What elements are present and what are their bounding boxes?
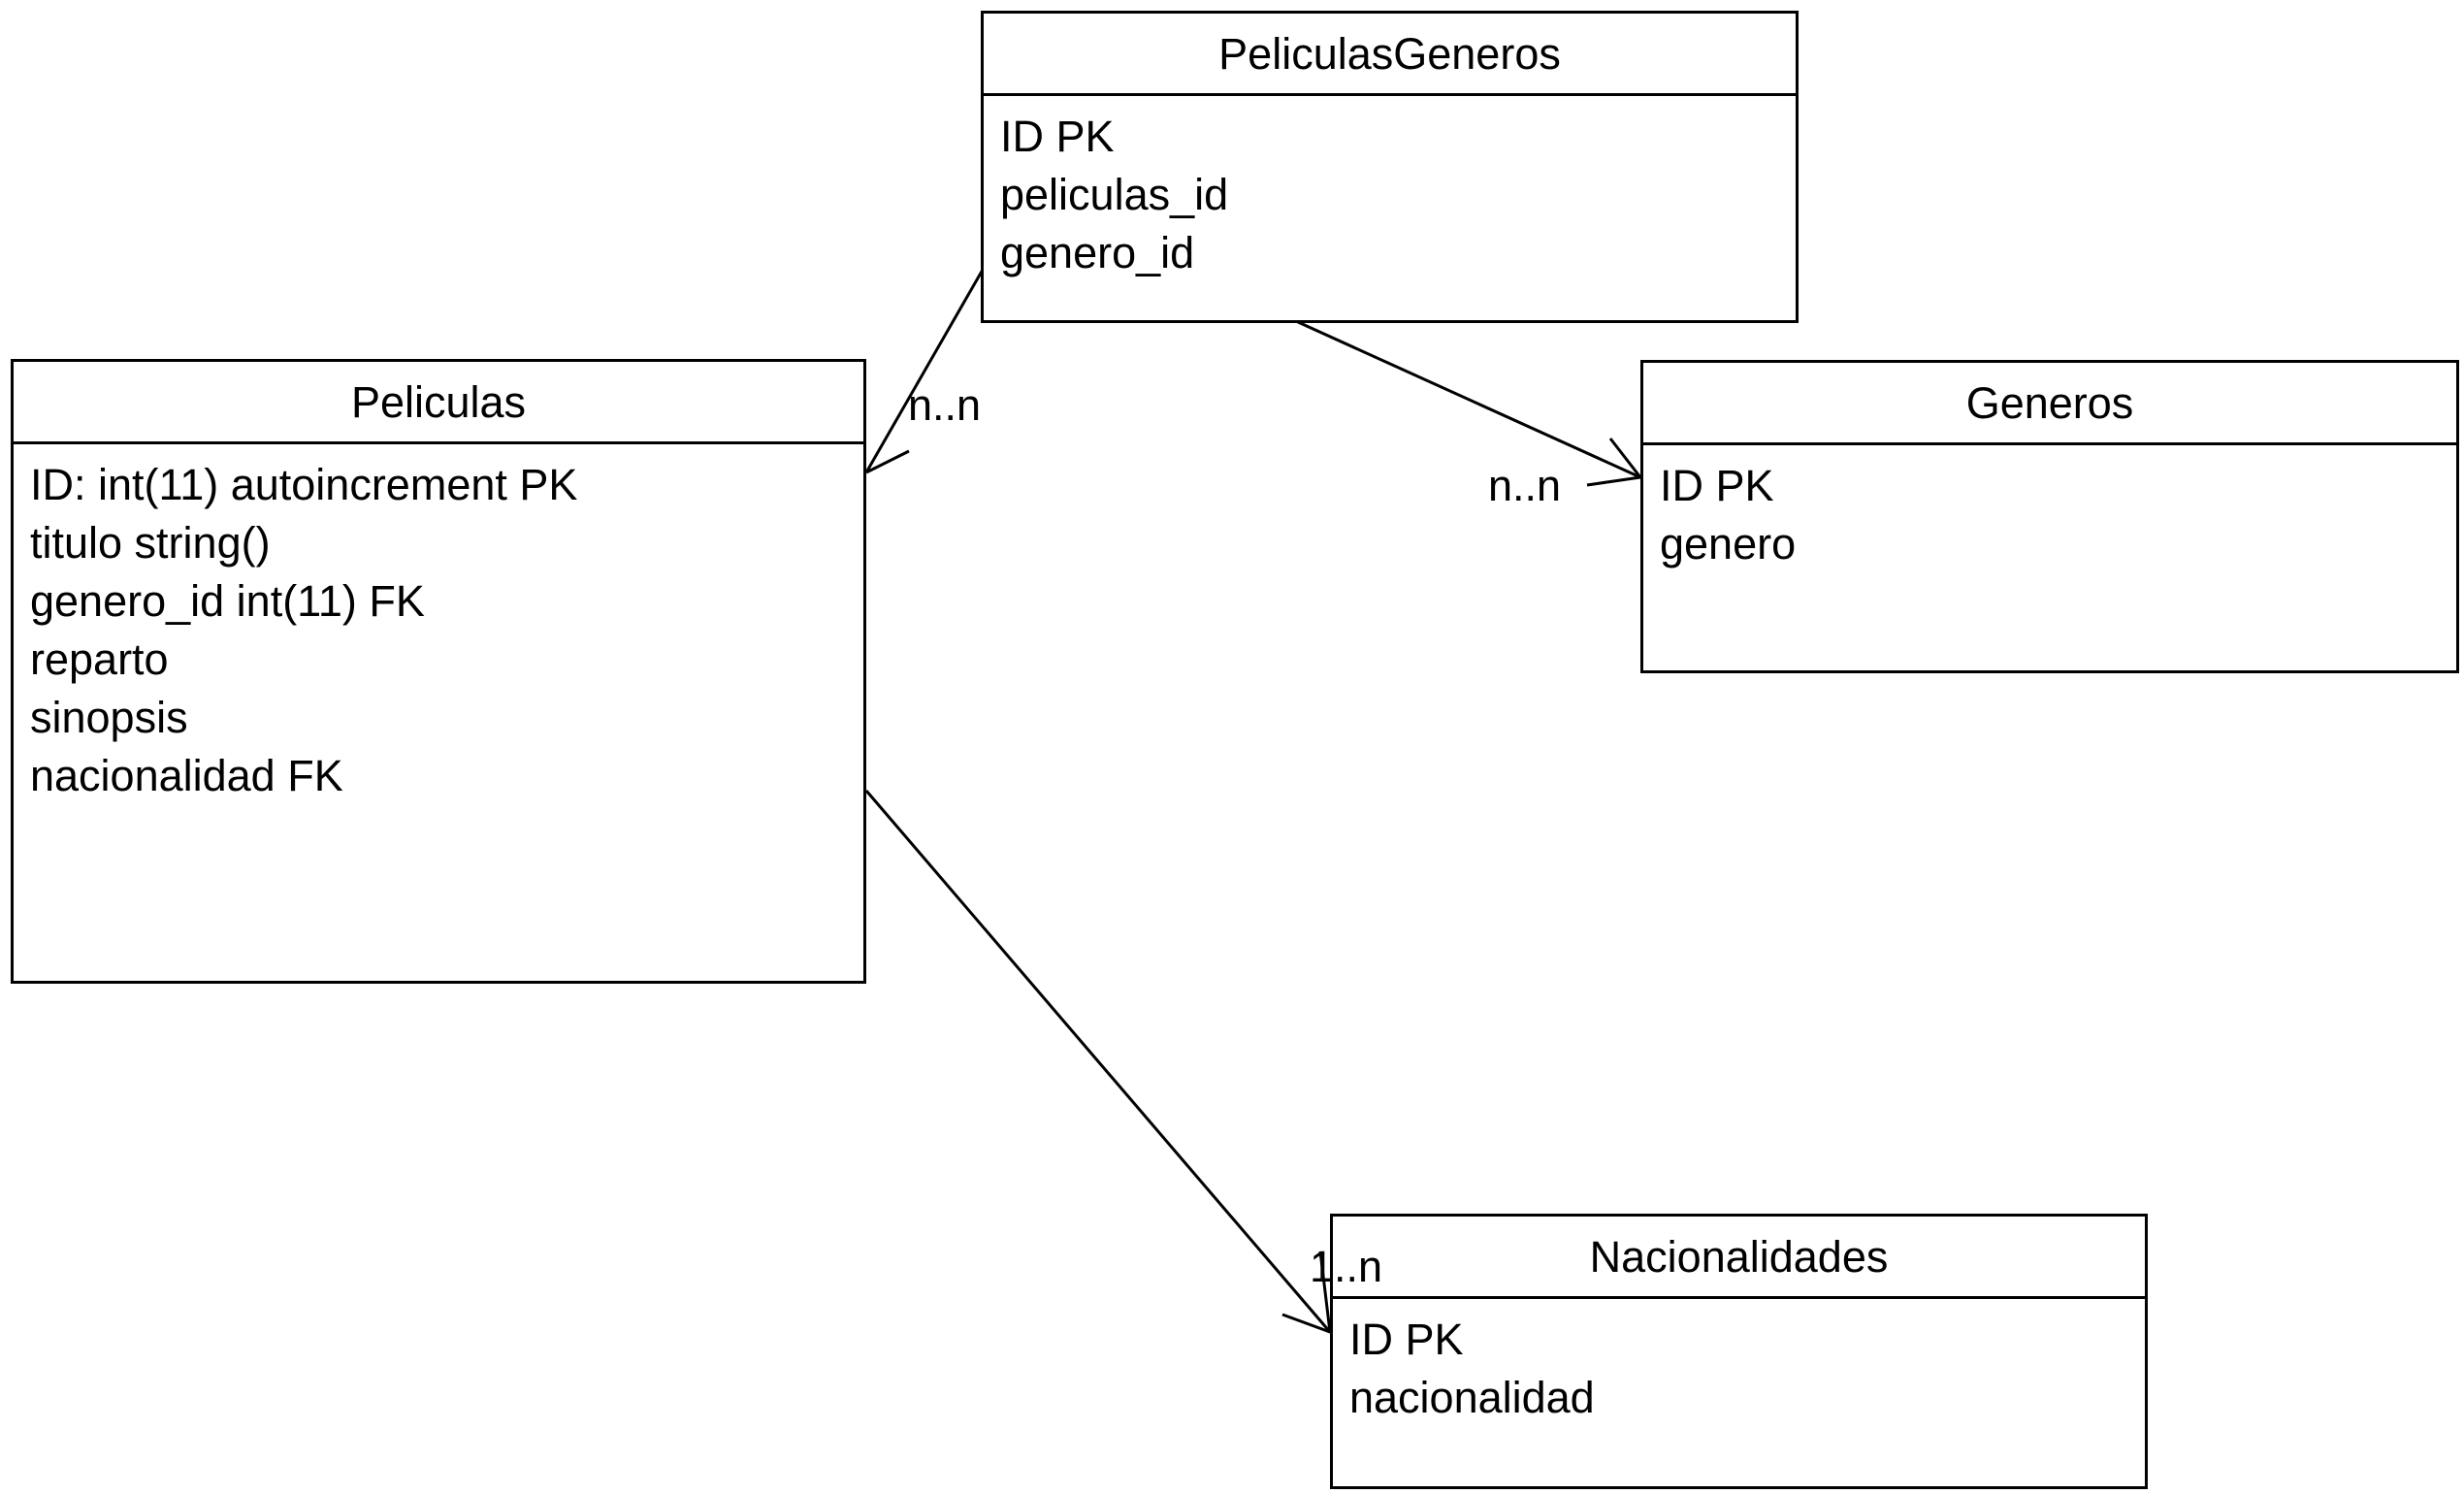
field-genero-id: genero_id bbox=[1000, 228, 1195, 277]
field-list: ID PK peliculas_id genero_id bbox=[984, 96, 1796, 282]
field-nacionalidad: nacionalidad bbox=[1349, 1373, 1595, 1422]
field-list: ID PK genero bbox=[1643, 445, 2456, 573]
entity-title: Nacionalidades bbox=[1333, 1217, 2145, 1299]
field-genero-id: genero_id int(11) FK bbox=[30, 576, 425, 626]
arrowhead-peliculas bbox=[865, 449, 910, 474]
field-id: ID: int(11) autoincrement PK bbox=[30, 460, 578, 509]
field-id: ID PK bbox=[1000, 112, 1115, 161]
entity-title: PeliculasGeneros bbox=[984, 14, 1796, 96]
cardinality-label-nacionalidades: 1..n bbox=[1310, 1242, 1383, 1291]
entity-title: Peliculas bbox=[14, 362, 863, 444]
cardinality-label-generos: n..n bbox=[1488, 461, 1562, 510]
field-id: ID PK bbox=[1349, 1315, 1464, 1364]
field-sinopsis: sinopsis bbox=[30, 693, 188, 742]
field-list: ID: int(11) autoincrement PK titulo stri… bbox=[14, 444, 863, 805]
entity-peliculas[interactable]: Peliculas ID: int(11) autoincrement PK t… bbox=[11, 359, 866, 984]
field-peliculas-id: peliculas_id bbox=[1000, 170, 1229, 219]
arrowhead-generos bbox=[1586, 438, 1643, 487]
field-nacionalidad: nacionalidad FK bbox=[30, 751, 343, 800]
field-id: ID PK bbox=[1660, 461, 1774, 510]
entity-nacionalidades[interactable]: Nacionalidades ID PK nacionalidad bbox=[1330, 1214, 2148, 1489]
link-peliculas-nac bbox=[864, 790, 1332, 1333]
field-titulo: titulo string() bbox=[30, 518, 271, 568]
entity-title: Generos bbox=[1643, 363, 2456, 445]
field-reparto: reparto bbox=[30, 634, 169, 684]
cardinality-label-peliculas: n..n bbox=[908, 380, 982, 430]
entity-generos[interactable]: Generos ID PK genero bbox=[1640, 360, 2459, 673]
field-list: ID PK nacionalidad bbox=[1333, 1299, 2145, 1427]
field-genero: genero bbox=[1660, 519, 1797, 568]
entity-peliculas-generos[interactable]: PeliculasGeneros ID PK peliculas_id gene… bbox=[981, 11, 1799, 323]
